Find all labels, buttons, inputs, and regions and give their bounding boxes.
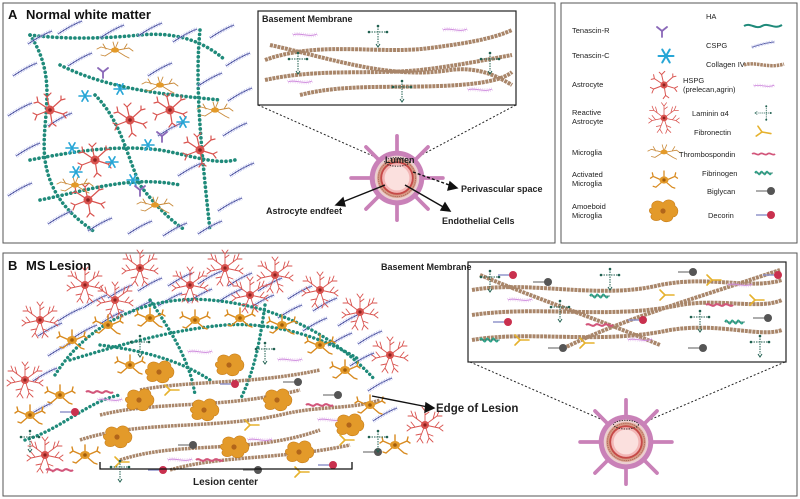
legend-label-decorin: Decorin — [708, 211, 734, 220]
edge-arrow — [371, 395, 436, 414]
legend-label-laminin: Laminin α4 — [692, 109, 729, 118]
lumen-label: Lumen — [385, 155, 415, 165]
leader-b-left — [469, 361, 613, 425]
legend-label-microglia: Microglia — [572, 148, 603, 157]
leader-a-left — [257, 104, 383, 161]
legend-label-fibrinogen: Fibrinogen — [702, 169, 738, 178]
vessel-a — [349, 133, 445, 223]
legend-label-amoeboid-microglia: Amoeboid Microglia — [572, 202, 606, 220]
endothelial-label: Endothelial Cells — [442, 216, 515, 226]
legend-label-ha: HA — [706, 12, 717, 21]
collagen-fibers-b — [471, 268, 783, 352]
legend — [560, 2, 798, 244]
endfeet-label: Astrocyte endfeet — [266, 206, 343, 216]
collagen-fibers-a — [264, 28, 514, 97]
vessel-b — [578, 397, 674, 487]
legend-label-biglycan: Biglycan — [707, 187, 736, 196]
ha-icon — [743, 23, 783, 29]
collagen-iv-icon — [743, 62, 785, 68]
panel-a — [2, 2, 556, 244]
panel-b-title: MS Lesion — [26, 258, 92, 273]
legend-label-reactive-astrocyte: Reactive Astrocyte — [572, 108, 604, 126]
lesion-center-label: Lesion center — [193, 477, 259, 488]
legend-label-tenascin-c: Tenascin-C — [572, 51, 610, 60]
lesion-center-bracket — [99, 462, 353, 470]
panel-b-letter: B — [8, 258, 18, 273]
legend-label-activated-microglia: Activated Microglia — [572, 170, 603, 188]
thrombospondin-icon — [751, 152, 776, 156]
inset-b-frame — [467, 261, 787, 363]
perivascular-label: Perivascular space — [461, 184, 543, 194]
legend-label-tenascin-r: Tenascin-R — [572, 26, 610, 35]
panel-b — [2, 249, 798, 497]
inset-b-title: Basement Membrane — [381, 262, 472, 272]
legend-label-thrombospondin: Thrombospondin — [679, 150, 736, 159]
legend-label-astrocyte: Astrocyte — [572, 80, 604, 89]
legend-label-cspg: CSPG — [706, 41, 728, 50]
legend-label-hspg: HSPG (prelecan,agrin) — [683, 76, 736, 94]
panel-a-letter: A — [8, 7, 18, 22]
arrows-a — [334, 171, 459, 212]
inset-a-frame — [257, 10, 517, 106]
legend-label-collagen-iv: Collagen IV — [706, 60, 745, 69]
edge-of-lesion-label: Edge of Lesion — [436, 403, 519, 415]
inset-a-title: Basement Membrane — [262, 14, 353, 24]
panel-a-title: Normal white matter — [26, 7, 151, 22]
inset-b — [467, 261, 787, 363]
legend-label-fibronectin: Fibronectin — [694, 128, 732, 137]
ha-network — [28, 28, 237, 234]
inset-a — [257, 10, 517, 106]
